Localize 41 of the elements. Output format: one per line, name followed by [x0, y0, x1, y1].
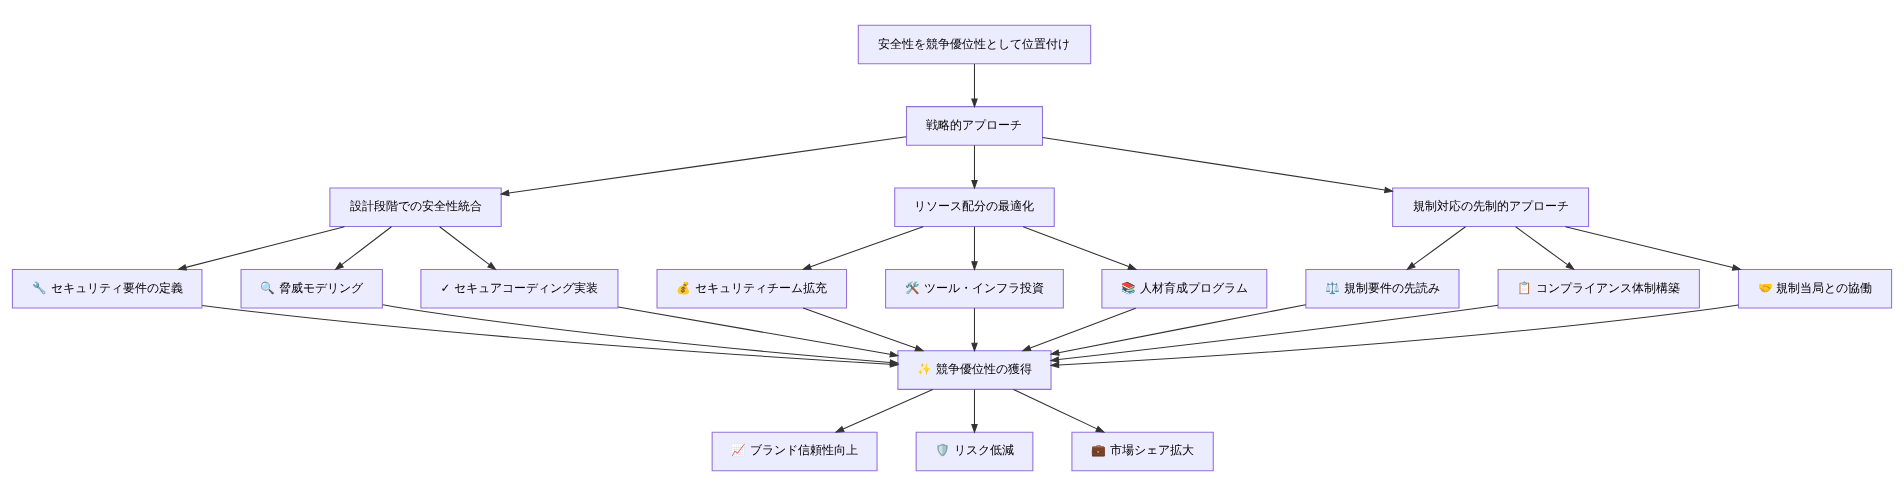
- arrow: [617, 305, 900, 358]
- arrow: [334, 225, 392, 270]
- node-box: 💼 市場シェア拡大: [1071, 431, 1214, 471]
- node-box: 🤝 規制当局との協働: [1737, 268, 1893, 308]
- node-box: 🔧 セキュリティ要件の定義: [11, 268, 203, 308]
- node-box: ✨ 競争優位性の獲得: [897, 349, 1052, 390]
- arrow: [1021, 307, 1137, 351]
- node-box: 安全性を競争優位性として位置付け: [857, 24, 1092, 64]
- arrow: [971, 144, 978, 190]
- arrow: [971, 307, 978, 352]
- arrow: [1406, 225, 1467, 270]
- arrow: [1049, 303, 1307, 356]
- arrow: [1049, 303, 1739, 368]
- node-box: 📚 人材育成プログラム: [1101, 268, 1268, 308]
- arrow: [971, 62, 978, 108]
- node-box: ⚖ 規制要件の先読み: [1305, 268, 1460, 308]
- node-box: 💰 セキュリティチーム拡充: [656, 268, 848, 308]
- arrow: [971, 388, 978, 434]
- node-box: 🛡 リスク低減: [915, 431, 1034, 471]
- node-box: 🛠 ツール・インフラ投資: [885, 268, 1064, 308]
- arrow: [801, 225, 924, 270]
- node-box: 📋 コンプライアンス体制構築: [1497, 268, 1700, 308]
- node-box: 戦略的アプローチ: [905, 105, 1043, 146]
- node-box: 設計段階での安全性統合: [329, 187, 502, 227]
- arrow: [802, 307, 925, 351]
- arrow: [834, 388, 934, 433]
- arrow: [971, 225, 978, 271]
- node-box: ✓ セキュアコーディング実装: [420, 268, 619, 308]
- arrow: [499, 135, 907, 196]
- node-box: 📈 ブランド信頼性向上: [711, 431, 878, 471]
- arrow: [1041, 136, 1394, 193]
- arrow: [1515, 225, 1576, 270]
- arrow: [1022, 225, 1138, 270]
- arrow: [1049, 304, 1499, 363]
- node-box: リソース配分の最適化: [894, 187, 1055, 227]
- arrow: [176, 225, 345, 271]
- arrow: [1012, 388, 1106, 433]
- arrow: [1564, 225, 1742, 271]
- node-box: 規制対応の先制的アプローチ: [1392, 187, 1590, 227]
- node-box: 🔍 脅威モデリング: [240, 268, 383, 308]
- arrow: [439, 225, 497, 270]
